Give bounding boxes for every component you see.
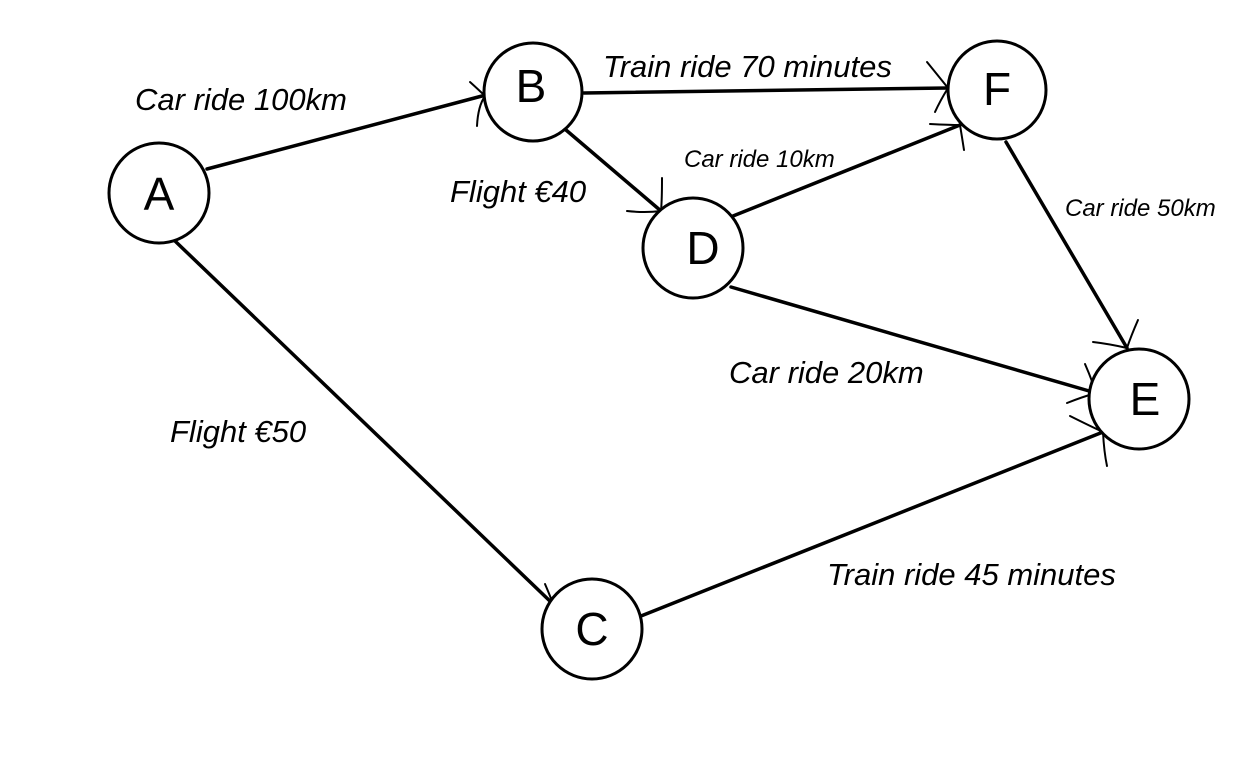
node-label: D bbox=[686, 222, 719, 274]
edge-label-b-d: Flight €40 bbox=[450, 174, 586, 209]
node-a: A bbox=[107, 141, 211, 245]
edge-label-c-e: Train ride 45 minutes bbox=[827, 557, 1116, 592]
node-d: D bbox=[641, 196, 745, 300]
node-b: B bbox=[482, 41, 584, 143]
node-e: E bbox=[1087, 347, 1191, 451]
node-c: C bbox=[540, 577, 644, 681]
node-label: E bbox=[1130, 373, 1161, 425]
arrowhead-icon bbox=[929, 123, 965, 151]
edge-d-f bbox=[731, 123, 965, 218]
edge-label-a-b: Car ride 100km bbox=[135, 82, 347, 117]
node-label: B bbox=[516, 60, 547, 112]
edge-label-a-c: Flight €50 bbox=[170, 414, 306, 449]
node-label: A bbox=[144, 168, 175, 220]
node-f: F bbox=[946, 39, 1048, 141]
edge-label-d-f: Car ride 10km bbox=[684, 146, 835, 173]
arrowhead-icon bbox=[1092, 319, 1139, 350]
node-label: F bbox=[983, 63, 1011, 115]
edge-label-b-f: Train ride 70 minutes bbox=[603, 49, 892, 84]
edge-f-e bbox=[1004, 140, 1139, 350]
edge-label-d-e: Car ride 20km bbox=[729, 355, 924, 390]
edge-label-f-e: Car ride 50km bbox=[1065, 195, 1216, 222]
node-label: C bbox=[575, 603, 608, 655]
